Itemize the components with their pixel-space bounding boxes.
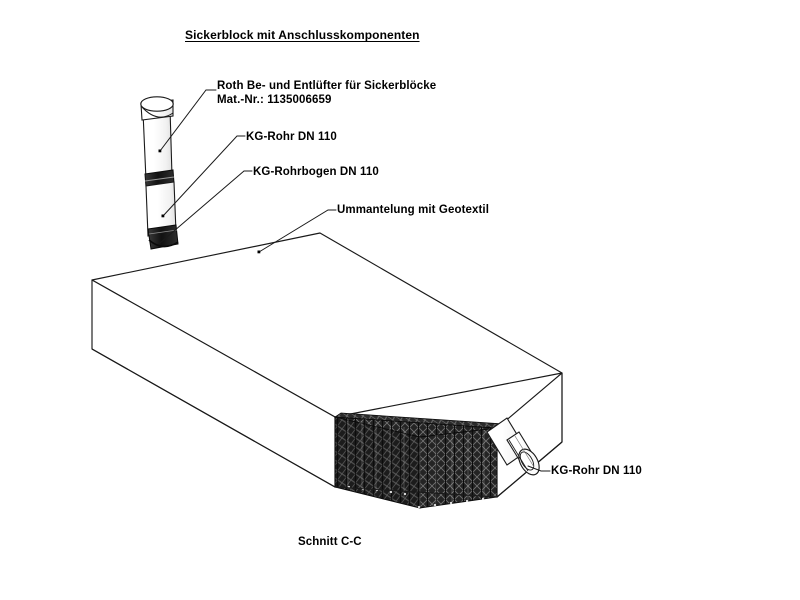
roth-vent-cap-top bbox=[140, 96, 174, 112]
leader-vent bbox=[159, 89, 217, 152]
callout-leader-lines bbox=[159, 89, 551, 472]
callout-vent: Roth Be- und Entlüfter für Sickerblöcke … bbox=[217, 79, 436, 107]
elbow-band-highlight bbox=[148, 229, 178, 235]
crate-lattice-ribs bbox=[347, 419, 485, 508]
leader-dot-geotextile bbox=[257, 250, 261, 254]
callout-leader-dots bbox=[158, 149, 261, 254]
crate-cutaway-section bbox=[333, 412, 505, 509]
leader-pipe-top bbox=[162, 135, 246, 217]
page-title: Sickerblock mit Anschlusskomponenten bbox=[185, 28, 420, 42]
leader-bend bbox=[159, 170, 253, 244]
kg-elbow-dn110 bbox=[147, 224, 179, 250]
callout-bend: KG-Rohrbogen DN 110 bbox=[253, 166, 379, 178]
leader-dot-pipe-top bbox=[161, 214, 165, 218]
callout-geotextile: Ummantelung mit Geotextil bbox=[337, 204, 490, 216]
leader-pipe-outlet bbox=[527, 465, 551, 472]
leader-geotextile bbox=[258, 209, 337, 253]
callout-vent-line2: Mat.-Nr.: 1135006659 bbox=[217, 94, 332, 106]
soakaway-crate-block bbox=[91, 232, 563, 509]
outlet-pipe-bore bbox=[519, 451, 535, 471]
coupling-band-highlight bbox=[144, 176, 175, 182]
roth-vent-riser-assembly bbox=[140, 96, 179, 250]
outlet-pipe-rib-2 bbox=[514, 435, 535, 468]
outlet-pipe-rib bbox=[508, 439, 529, 472]
callout-pipe-outlet: KG-Rohr DN 110 bbox=[551, 465, 642, 477]
callout-pipe-top: KG-Rohr DN 110 bbox=[246, 131, 337, 143]
kg-outlet-pipe-dn110 bbox=[486, 417, 540, 476]
roth-vent-cap-skirt bbox=[140, 105, 174, 118]
section-caption: Schnitt C-C bbox=[298, 536, 362, 548]
elbow-socket-curve bbox=[148, 239, 179, 248]
callout-vent-line1: Roth Be- und Entlüfter für Sickerblöcke bbox=[217, 80, 437, 92]
leader-dot-vent bbox=[158, 149, 162, 153]
